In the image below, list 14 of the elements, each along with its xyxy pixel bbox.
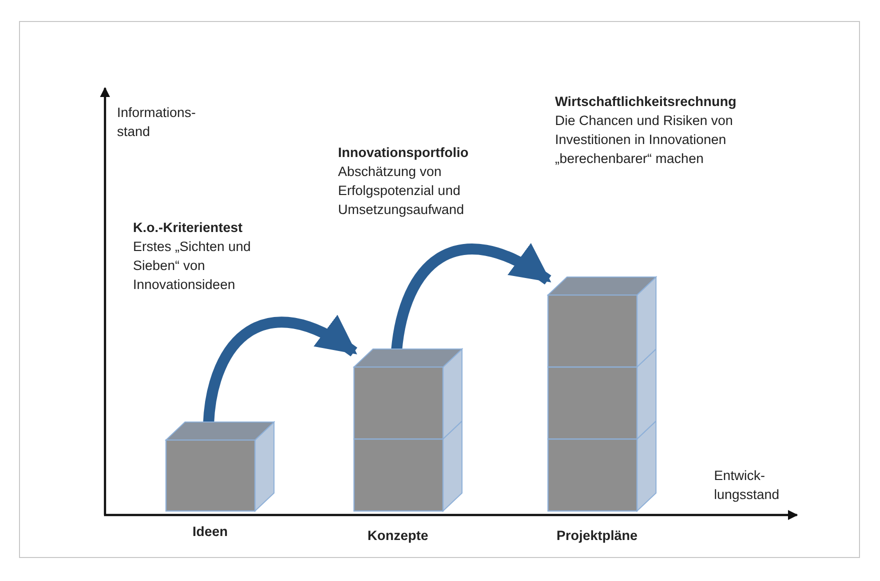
category-label: Konzepte (368, 527, 428, 545)
category-label: Projektpläne (556, 527, 638, 545)
step-description: Die Chancen und Risiken von Investitionen in Innovationen „berechenbarer“ machen (555, 112, 734, 168)
cube-stack (354, 349, 462, 511)
step-description: Erstes „Sichten und Sieben“ von Innovationsideen (133, 238, 252, 294)
axis-label: Entwick- lungsstand (714, 467, 780, 504)
step-heading: K.o.-Kriterientest (133, 219, 244, 237)
category-label: Ideen (192, 523, 228, 541)
step-heading: Innovationsportfolio (338, 144, 470, 162)
step-description: Abschätzung von Erfolgspotenzial und Umsetzungsaufwand (338, 163, 466, 219)
cube-stack (548, 277, 656, 511)
step-heading: Wirtschaftlichkeitsrechnung (555, 93, 738, 111)
cube-stack (166, 422, 274, 511)
axis-label: Informations- stand (117, 104, 197, 141)
